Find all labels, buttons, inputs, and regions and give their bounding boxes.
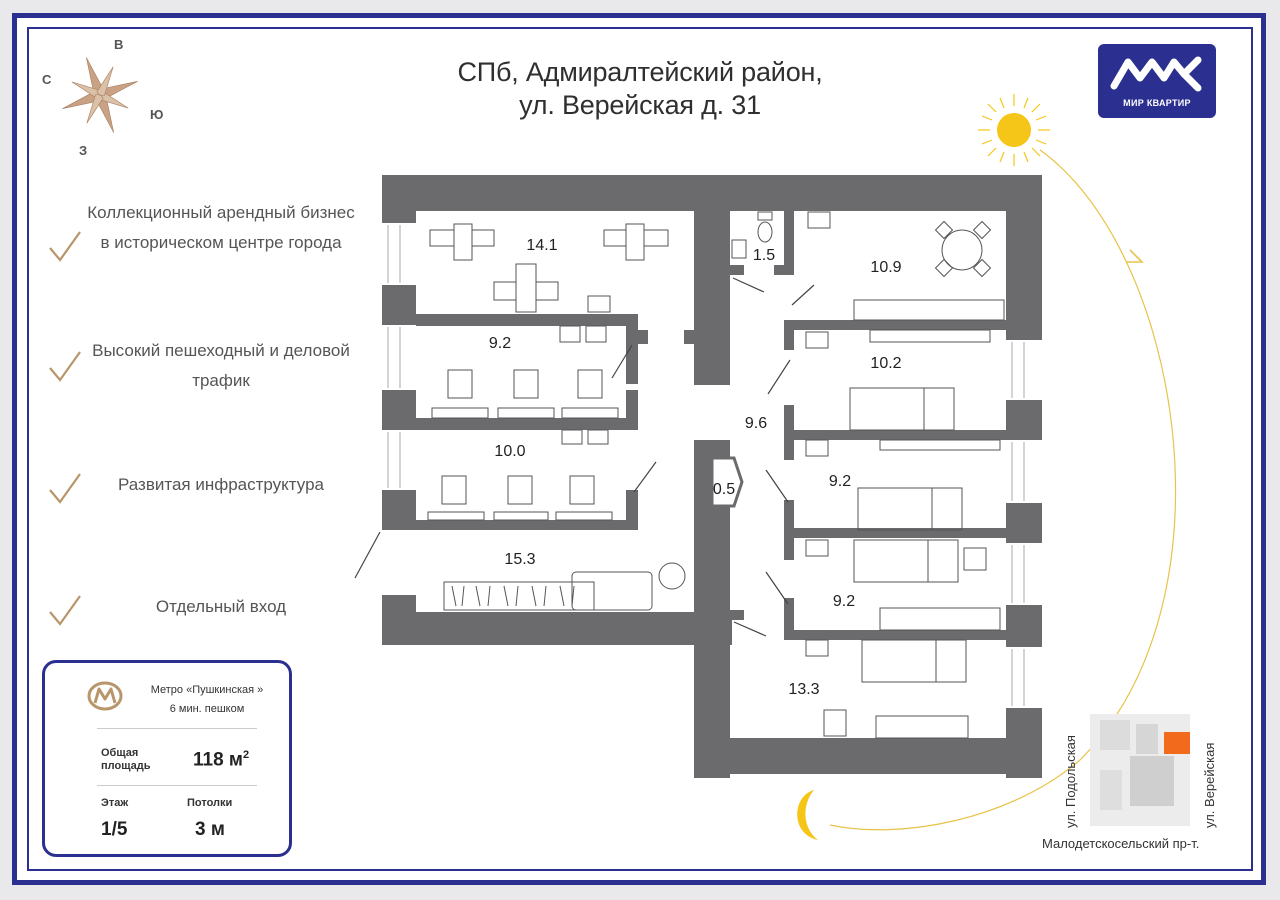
walls: [382, 175, 1042, 778]
area-label-line-2: площадь: [101, 760, 151, 772]
check-icon: [49, 595, 81, 626]
compass-rose-icon: [62, 57, 138, 133]
street-label-bottom: Малодетскосельский пр-т.: [1042, 836, 1200, 851]
floor-plan: 14.1 9.2 10.0 15.3 1.5 10.9 10.2 9.6 0.5…: [354, 175, 1042, 778]
page-title: СПб, Адмиралтейский район, ул. Верейская…: [390, 56, 890, 122]
feature-item: Коллекционный арендный бизнес в историче…: [46, 198, 356, 290]
feature-item: Отдельный вход: [46, 592, 356, 632]
area-label: Общая площадь: [101, 747, 150, 773]
metro-icon: [87, 681, 123, 711]
room-area-label: 13.3: [788, 681, 819, 698]
divider: [97, 785, 257, 786]
floor-value: 1/5: [101, 819, 128, 840]
check-icon: [49, 231, 81, 262]
room-area-label: 9.6: [745, 415, 767, 432]
room-area-label: 1.5: [753, 247, 775, 264]
feature-text: Коллекционный арендный бизнес в историче…: [87, 203, 355, 252]
inner-frame: [27, 27, 1253, 871]
area-label-line-1: Общая: [101, 747, 139, 759]
metro-walk-time: 6 мин. пешком: [169, 703, 245, 715]
room-area-label: 9.2: [489, 335, 511, 352]
feature-text: Высокий пешеходный и деловой трафик: [92, 341, 350, 390]
windows: [387, 225, 1025, 706]
location-map: [1090, 714, 1190, 826]
room-area-label: 10.0: [494, 443, 525, 460]
room-area-label: 0.5: [713, 481, 735, 498]
street-label-right: ул. Верейская: [1202, 742, 1217, 828]
brand-logo: МИР КВАРТИР: [1098, 44, 1216, 118]
room-labels: 14.1 9.2 10.0 15.3 1.5 10.9 10.2 9.6 0.5…: [489, 237, 902, 698]
feature-item: Высокий пешеходный и деловой трафик: [46, 336, 356, 398]
room-area-label: 10.9: [870, 259, 901, 276]
area-value: 118 м2: [193, 749, 249, 771]
ceiling-label: Потолки: [187, 797, 233, 809]
room-area-label: 9.2: [833, 593, 855, 610]
compass-south-label: З: [79, 143, 88, 158]
metro-info: Метро «Пушкинская » 6 мин. пешком: [137, 681, 277, 719]
compass-east-label: Ю: [150, 107, 164, 122]
sun-path: [829, 149, 1177, 831]
title-line-2: ул. Верейская д. 31: [519, 90, 761, 120]
street-label-left: ул. Подольская: [1063, 735, 1078, 828]
check-icon: [49, 473, 81, 504]
moon-icon: [797, 790, 818, 840]
room-area-label: 9.2: [829, 473, 851, 490]
feature-text: Отдельный вход: [155, 597, 287, 616]
info-card: Метро «Пушкинская » 6 мин. пешком Общая …: [42, 660, 292, 857]
floor-label: Этаж: [101, 797, 129, 809]
room-area-label: 15.3: [504, 551, 535, 568]
closet: [710, 456, 744, 508]
title-line-1: СПб, Адмиралтейский район,: [457, 57, 823, 87]
feature-item: Развитая инфраструктура: [46, 470, 356, 510]
divider: [97, 728, 257, 729]
sun-path-arrow-icon: [1126, 249, 1144, 263]
metro-station: Метро «Пушкинская »: [150, 684, 264, 696]
room-area-label: 10.2: [870, 355, 901, 372]
ceiling-value: 3 м: [195, 819, 225, 840]
compass-north-label: В: [114, 37, 124, 52]
logo-text: МИР КВАРТИР: [1123, 98, 1191, 108]
feature-text: Развитая инфраструктура: [118, 475, 324, 494]
doors: [354, 277, 815, 637]
check-icon: [49, 351, 81, 382]
compass-west-label: С: [42, 72, 52, 87]
room-area-label: 14.1: [526, 237, 557, 254]
area-unit-sup: 2: [243, 749, 250, 761]
furniture: [427, 211, 1005, 739]
logo-mark-icon: [1110, 56, 1202, 92]
sun-icon: [978, 94, 1050, 166]
area-number: 118 м: [193, 749, 243, 771]
building-highlight: [1164, 732, 1190, 754]
